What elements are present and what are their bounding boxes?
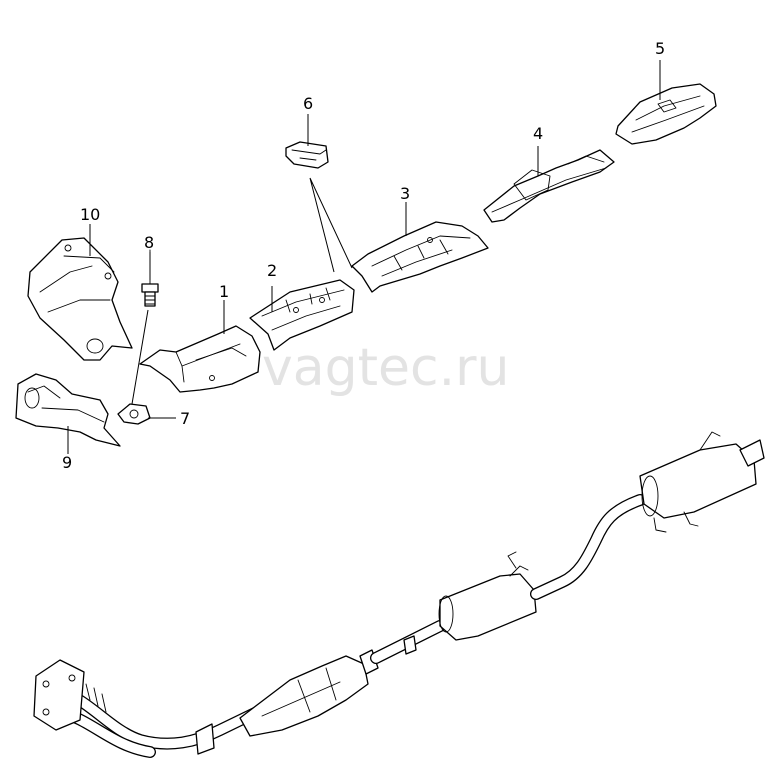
callout-4: 4 — [533, 124, 543, 143]
clip-nut-7 — [117, 403, 151, 425]
exhaust-system — [33, 431, 765, 758]
callout-8: 8 — [144, 233, 154, 252]
callout-10: 10 — [80, 205, 100, 224]
callout-6: 6 — [303, 94, 313, 113]
heat-shield-5 — [615, 83, 717, 145]
callout-1: 1 — [219, 282, 229, 301]
callout-2: 2 — [267, 261, 277, 280]
callout-9: 9 — [62, 453, 72, 472]
heat-shield-2 — [249, 279, 355, 351]
heat-shield-6 — [285, 141, 329, 169]
watermark: vagtec.ru — [262, 338, 509, 398]
callout-3: 3 — [400, 184, 410, 203]
callout-7: 7 — [180, 409, 190, 428]
leader-6-split — [309, 177, 353, 273]
heat-shield-1 — [139, 325, 261, 393]
leader-bolt-to-nut — [131, 309, 149, 405]
callout-5: 5 — [655, 39, 665, 58]
heat-shield-3 — [351, 221, 489, 293]
heat-shield-10 — [27, 237, 133, 361]
heat-shield-9 — [15, 373, 121, 447]
heat-shield-4 — [483, 149, 615, 223]
